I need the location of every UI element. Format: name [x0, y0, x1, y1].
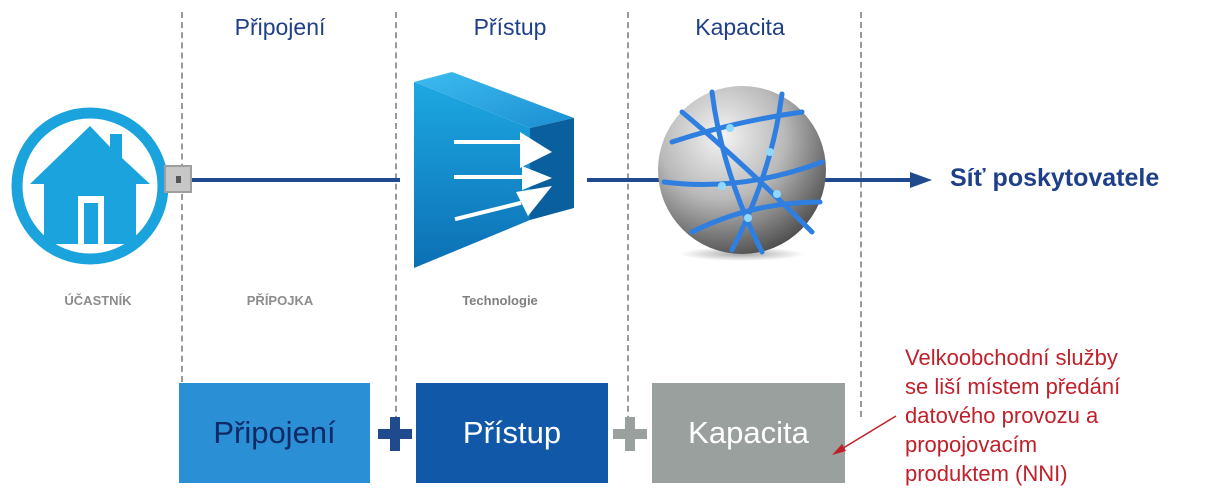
connection-line: [825, 178, 915, 182]
label-subscriber: ÚČASTNÍK: [64, 293, 132, 308]
column-divider: [181, 12, 183, 382]
box-capacity-label: Kapacita: [688, 415, 809, 450]
column-title-connection: Připojení: [234, 14, 326, 40]
column-divider: [860, 12, 862, 417]
box-connection: Připojení: [179, 383, 370, 483]
box-capacity: Kapacita: [652, 383, 845, 483]
plus-icon: [613, 417, 647, 451]
label-drop: PŘÍPOJKA: [246, 293, 314, 308]
access-technology-icon: [414, 72, 574, 268]
box-access: Přístup: [416, 383, 608, 483]
note-pointer-arrow: [832, 415, 897, 455]
plus-icon: [378, 417, 412, 451]
column-title-access: Přístup: [473, 14, 547, 40]
network-globe-icon: [658, 86, 826, 261]
label-technology: Technologie: [462, 293, 538, 308]
connection-line: [165, 178, 400, 182]
box-access-label: Přístup: [462, 415, 562, 450]
socket-icon: [164, 165, 192, 193]
wholesale-services-note: Velkoobchodní služby se liší místem před…: [905, 345, 1121, 486]
column-divider: [627, 12, 629, 442]
box-connection-label: Připojení: [213, 415, 336, 450]
destination-label: Síť poskytovatele: [950, 164, 1160, 192]
column-title-capacity: Kapacita: [695, 14, 785, 40]
connection-line: [587, 178, 672, 182]
arrow-head-icon: [910, 172, 932, 188]
home-icon: [11, 107, 169, 265]
column-divider: [395, 12, 397, 442]
